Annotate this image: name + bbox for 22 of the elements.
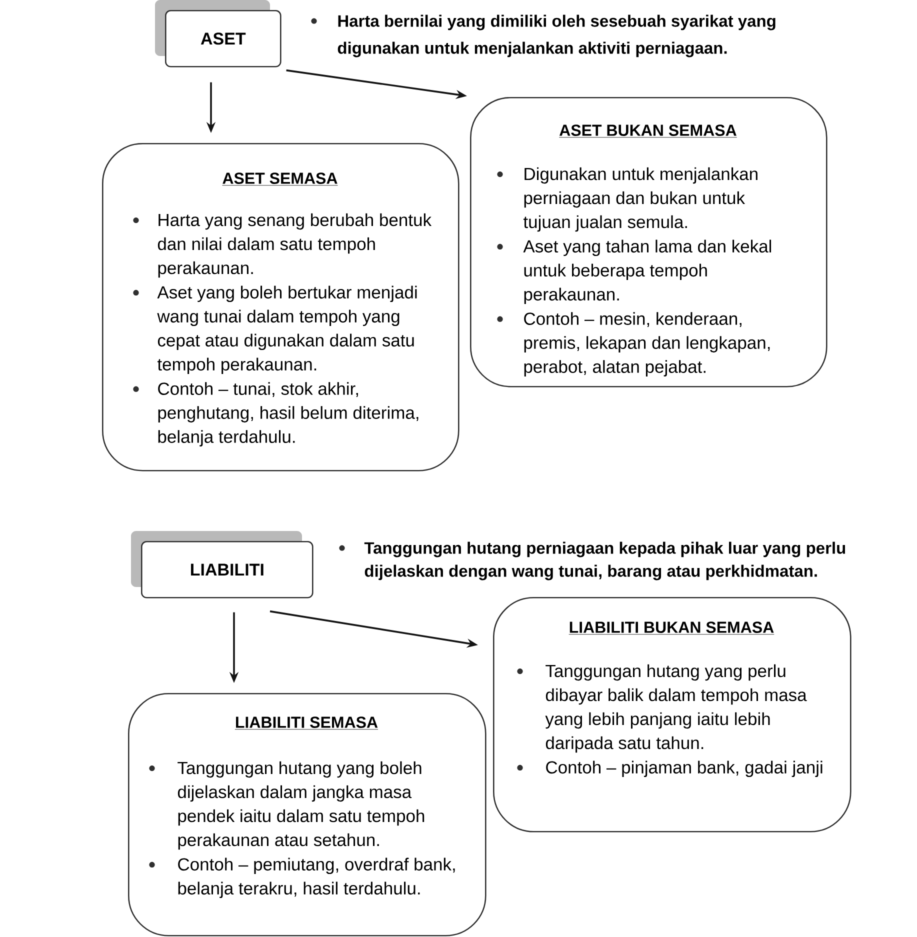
bullet-text: Aset yang boleh bertukar menjadi wang tunai dalam tempoh yang cepat atau digunakan dalam satu tempoh perakaunan.	[157, 286, 417, 374]
box-heading: ASET BUKAN SEMASA	[558, 124, 738, 138]
bullet-text: Contoh – pinjaman bank, gadai janji	[546, 760, 822, 778]
note-text: Tanggungan hutang perniagaan kepada pihak luar yang perlu dijelaskan dengan wang tunai, barang atau perkhidmatan.	[364, 542, 846, 580]
bullet-text: Harta yang senang berubah bentuk dan nilai dalam satu tempoh perakaunan.	[158, 213, 432, 278]
bullet-text: Tanggungan hutang yang boleh dijelaskan dalam jangka masa pendek iaitu dalam satu tempoh perakaunan atau setahun.	[178, 761, 424, 850]
info-box	[493, 597, 852, 832]
bullet-text: Tanggungan hutang yang perlu dibayar balik dalam tempoh masa yang lebih panjang iaitu lebih daripada satu tahun.	[545, 664, 807, 753]
bullet-text: Contoh – mesin, kenderaan, premis, lekapan dan lengkapan, perabot, alatan pejabat.	[524, 312, 770, 376]
info-box	[470, 97, 828, 388]
note-text: Harta bernilai yang dimiliki oleh sesebuah syarikat yang digunakan untuk menjalankan aktiviti perniagaan.	[338, 14, 776, 58]
info-box	[128, 693, 486, 936]
box-heading: LIABILITI BUKAN SEMASA	[568, 622, 774, 635]
label-box: ASET	[165, 10, 282, 68]
box-heading: ASET SEMASA	[222, 172, 338, 186]
info-box	[102, 143, 460, 472]
label-box: LIABILITI	[141, 541, 314, 598]
bullet-text: Contoh – pemiutang, overdraf bank, belanja terakru, hasil terdahulu.	[178, 858, 455, 898]
bullet-text: Digunakan untuk menjalankan perniagaan dan bukan untuk tujuan jualan semula.	[523, 167, 758, 232]
bullet-text: Contoh – tunai, stok akhir, penghutang, hasil belum diterima, belanja terdahulu.	[158, 382, 418, 446]
box-heading: LIABILITI SEMASA	[234, 716, 378, 730]
bullet-text: Aset yang tahan lama dan kekal untuk beberapa tempoh perakaunan.	[523, 240, 772, 304]
